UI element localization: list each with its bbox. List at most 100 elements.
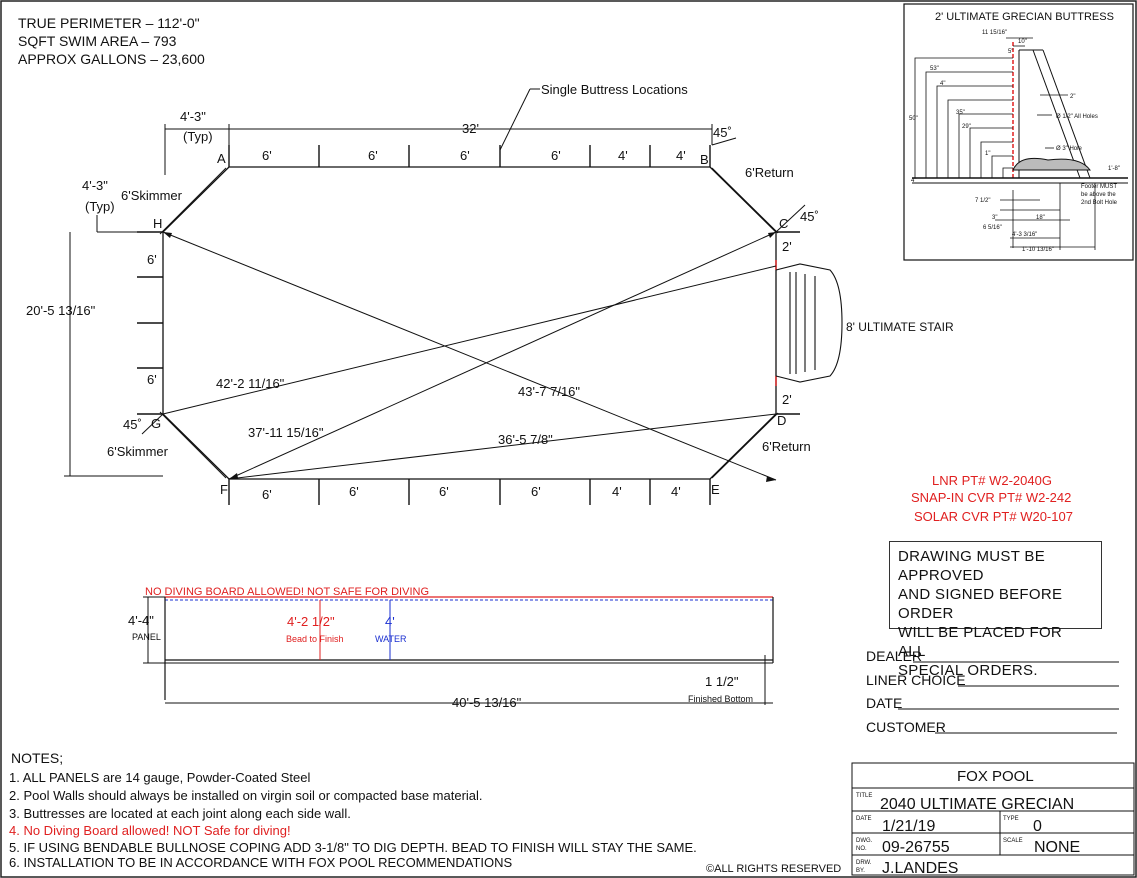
left-seg-2: 6' bbox=[147, 372, 157, 387]
top-seg-3: 6' bbox=[460, 148, 470, 163]
drawing-date: 1/21/19 bbox=[882, 818, 935, 835]
corner-c: C bbox=[779, 216, 788, 231]
angle-g: 45˚ bbox=[123, 417, 142, 432]
diagonal-3: 37'-11 15/16" bbox=[248, 425, 324, 440]
corner-a: A bbox=[217, 151, 226, 166]
panel-label: PANEL bbox=[132, 632, 161, 642]
corner-offset-left: 4'-3" bbox=[82, 178, 108, 193]
bottom-seg-5: 4' bbox=[612, 484, 622, 499]
angle-b: 45˚ bbox=[713, 125, 732, 140]
drw-tag-2: BY. bbox=[856, 868, 865, 874]
bt-dim-14: 18" bbox=[1036, 215, 1045, 221]
liner-part: LNR PT# W2-2040G bbox=[932, 473, 1052, 488]
bt-footer-2: be above the bbox=[1081, 192, 1116, 198]
note-3: 3. Buttresses are located at each joint … bbox=[9, 806, 351, 821]
typ-left: (Typ) bbox=[85, 199, 115, 214]
bt-footer-3: 2nd Bolt Hole bbox=[1081, 200, 1118, 206]
section-warning: NO DIVING BOARD ALLOWED! NOT SAFE FOR DI… bbox=[145, 586, 429, 598]
return-d: 6'Return bbox=[762, 439, 811, 454]
bt-holes: Ø 1/2" All Holes bbox=[1056, 114, 1098, 120]
customer-label: CUSTOMER bbox=[866, 719, 946, 735]
left-seg-1: 6' bbox=[147, 252, 157, 267]
company-name: FOX POOL bbox=[957, 768, 1034, 785]
bottom-dim: 1 1/2" bbox=[705, 674, 739, 689]
top-seg-6: 4' bbox=[676, 148, 686, 163]
top-seg-4: 6' bbox=[551, 148, 561, 163]
diagonal-2: 43'-7 7/16" bbox=[518, 384, 580, 399]
stair bbox=[775, 263, 843, 383]
top-seg-1: 6' bbox=[262, 148, 272, 163]
bt-dim-8: 1" bbox=[985, 151, 990, 157]
note-5: 5. IF USING BENDABLE BULLNOSE COPING ADD… bbox=[9, 840, 697, 855]
top-buttresses bbox=[228, 145, 711, 167]
angle-c: 45˚ bbox=[800, 209, 819, 224]
top-length: 32' bbox=[462, 121, 479, 136]
drw-tag-1: DRW. bbox=[856, 860, 872, 866]
snap-in-part: SNAP-IN CVR PT# W2-242 bbox=[911, 490, 1071, 505]
drawing-type: 0 bbox=[1033, 818, 1042, 835]
date-label: DATE bbox=[866, 695, 902, 711]
skimmer-top: 6'Skimmer bbox=[121, 188, 183, 203]
approval-line-2: AND SIGNED BEFORE ORDER bbox=[898, 586, 1063, 622]
approval-line-4: SPECIAL ORDERS. bbox=[898, 662, 1038, 679]
bt-dim-7: 29" bbox=[962, 124, 971, 130]
bt-dim-2: 10" bbox=[1018, 39, 1027, 45]
bt-label-2in: 2" bbox=[1070, 94, 1075, 100]
note-2: 2. Pool Walls should always be installed… bbox=[9, 788, 483, 803]
approval-line-1: DRAWING MUST BE APPROVED bbox=[898, 548, 1046, 584]
bottom-seg-1: 6' bbox=[262, 487, 272, 502]
date-tag: DATE bbox=[856, 816, 872, 822]
bt-dim-1: 11 15/16" bbox=[982, 30, 1007, 36]
bt-dim-15: 4'-3 3/16" bbox=[1012, 232, 1037, 238]
note-4: 4. No Diving Board allowed! NOT Safe for… bbox=[9, 823, 291, 838]
bt-dim-16: 1'-10 13/16" bbox=[1022, 247, 1054, 253]
bt-dim-12: 3" bbox=[992, 215, 997, 221]
bt-hole3: Ø 3" Hole bbox=[1056, 146, 1082, 152]
water-label: WATER bbox=[375, 634, 407, 644]
note-6: 6. INSTALLATION TO BE IN ACCORDANCE WITH… bbox=[9, 855, 513, 870]
bottom-label: Finished Bottom bbox=[688, 694, 753, 704]
bead-dim: 4'-2 1/2" bbox=[287, 614, 335, 629]
bottom-buttresses bbox=[228, 479, 711, 505]
corner-e: E bbox=[711, 482, 720, 497]
drawing-title: 2040 ULTIMATE GRECIAN bbox=[880, 796, 1074, 813]
scale-tag: SCALE bbox=[1003, 838, 1023, 844]
panel-height: 4'-4" bbox=[128, 613, 154, 628]
bt-dim-5: 4" bbox=[940, 81, 945, 87]
diagonal-1: 42'-2 11/16" bbox=[216, 376, 285, 391]
title-tag: TITLE bbox=[856, 793, 872, 799]
approval-notice: DRAWING MUST BE APPROVED AND SIGNED BEFO… bbox=[889, 541, 1102, 679]
width-dim: 20'-5 13/16" bbox=[26, 303, 96, 318]
bottom-seg-6: 4' bbox=[671, 484, 681, 499]
drawn-by: J.LANDES bbox=[882, 860, 958, 877]
drawing-scale: NONE bbox=[1034, 839, 1080, 856]
corner-f: F bbox=[220, 482, 228, 497]
solar-part: SOLAR CVR PT# W20-107 bbox=[914, 509, 1073, 524]
dim-arrowheads bbox=[163, 232, 776, 482]
notes-heading: NOTES; bbox=[11, 750, 63, 766]
bt-dim-4: 53" bbox=[930, 66, 939, 72]
top-seg-5: 4' bbox=[618, 148, 628, 163]
bt-dim-6: 35" bbox=[956, 110, 965, 116]
liner-choice-label: LINER CHOICE bbox=[866, 672, 966, 688]
stair-label: 8' ULTIMATE STAIR bbox=[846, 320, 954, 334]
rights-text: ©ALL RIGHTS RESERVED bbox=[706, 863, 841, 875]
title-block bbox=[851, 762, 1135, 876]
bottom-seg-2: 6' bbox=[349, 484, 359, 499]
bead-label: Bead to Finish bbox=[286, 634, 344, 644]
skimmer-bottom: 6'Skimmer bbox=[107, 444, 169, 459]
corner-d: D bbox=[777, 413, 786, 428]
note-1: 1. ALL PANELS are 14 gauge, Powder-Coate… bbox=[9, 770, 310, 785]
dwg-tag-2: NO. bbox=[856, 846, 867, 852]
dealer-label: DEALER bbox=[866, 648, 922, 664]
section-length: 40'-5 13/16" bbox=[452, 695, 522, 710]
dwg-tag-1: DWG. bbox=[856, 838, 873, 844]
bt-dim-3: 5" bbox=[1008, 49, 1013, 55]
drawing-number: 09-26755 bbox=[882, 839, 950, 856]
bottom-seg-3: 6' bbox=[439, 484, 449, 499]
sqft-text: SQFT SWIM AREA – 793 bbox=[18, 33, 177, 49]
bt-footer-1: Footer MUST bbox=[1081, 184, 1117, 190]
corner-offset-top: 4'-3" bbox=[180, 109, 206, 124]
return-b: 6'Return bbox=[745, 165, 794, 180]
